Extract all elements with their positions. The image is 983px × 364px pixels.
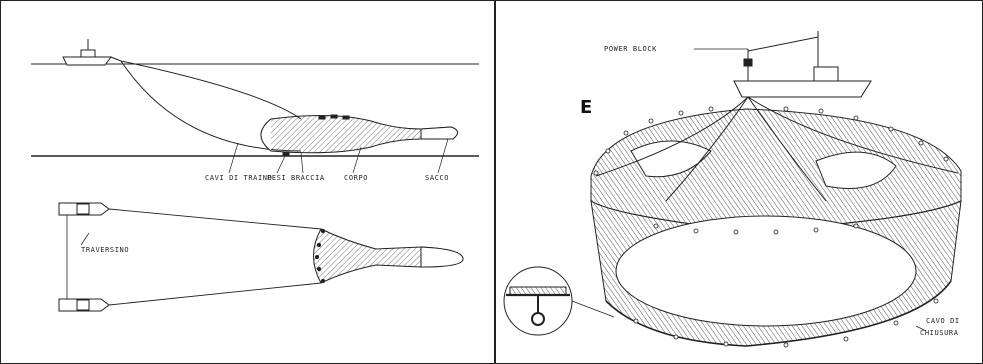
plan-cable-upper [109,209,321,229]
trawl-net-plan [314,229,464,283]
figure-letter: E [580,97,592,118]
trawl-diagram-panel: CAVI DI TRAINO PESI BRACCIA CORPO SACCO … [0,0,495,364]
label-chiusura: CHIUSURA [920,329,959,337]
seine-net [591,97,961,346]
trawl-diagram-drawing [1,1,495,364]
trawl-net-side [261,115,458,156]
purse-seine-drawing [496,1,983,364]
label-braccia: BRACCIA [291,174,325,182]
label-power-block: POWER BLOCK [604,45,657,53]
label-corpo: CORPO [344,174,368,182]
towing-cable-upper [121,61,301,119]
label-traversino: TRAVERSINO [81,246,129,254]
label-pesi: PESI [267,174,286,182]
plan-cable-lower [109,283,321,305]
label-sacco: SACCO [425,174,449,182]
trawler-boat [63,39,121,65]
purse-ring-detail [504,267,614,335]
purse-seine-diagram-panel: E POWER BLOCK CAVO DI CHIUSURA [495,0,983,364]
label-leaders [81,139,448,245]
label-cavo-di: CAVO DI [926,317,960,325]
label-cavi-di-traino: CAVI DI TRAINO [205,174,272,182]
purse-seiner-boat [734,31,871,97]
trawler-boat-top-plan [59,203,109,215]
trawler-boat-bottom-plan [59,299,109,311]
